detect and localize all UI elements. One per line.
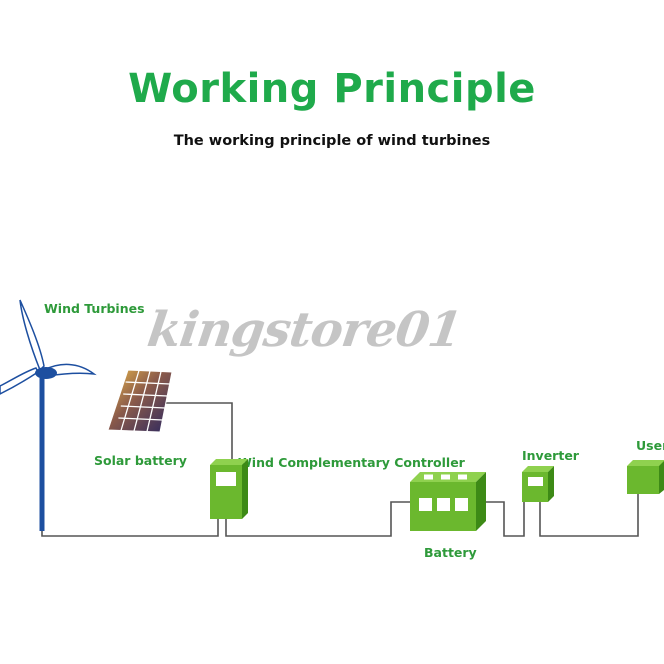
label-controller: Wind Complementary Controller bbox=[238, 455, 465, 470]
inverter-icon bbox=[522, 466, 554, 502]
wire-battery-inverter bbox=[486, 500, 525, 537]
controller-icon bbox=[210, 459, 248, 519]
page-subtitle: The working principle of wind turbines bbox=[173, 133, 491, 149]
solar-panel-icon bbox=[107, 369, 173, 433]
label-wind-turbines: Wind Turbines bbox=[44, 301, 145, 316]
label-user: User bbox=[636, 438, 664, 453]
wire-turbine-controller bbox=[41, 516, 219, 537]
label-inverter: Inverter bbox=[522, 448, 579, 463]
page-title: Working Principle bbox=[128, 66, 536, 112]
wire-solar-controller bbox=[160, 402, 233, 460]
turbine-tower bbox=[39, 373, 45, 531]
turbine-nacelle bbox=[35, 367, 57, 379]
wind-turbine-icon bbox=[0, 299, 97, 531]
turbine-blade-left bbox=[0, 367, 39, 395]
battery-icon bbox=[410, 472, 486, 531]
label-solar-battery: Solar battery bbox=[94, 453, 187, 468]
user-icon bbox=[627, 460, 664, 494]
label-battery: Battery bbox=[424, 545, 477, 560]
wiring bbox=[41, 402, 639, 537]
wire-controller-battery bbox=[225, 501, 410, 537]
watermark-text: kingstore01 bbox=[144, 302, 465, 358]
turbine-blade-up bbox=[19, 299, 45, 372]
wire-inverter-user bbox=[539, 492, 639, 537]
